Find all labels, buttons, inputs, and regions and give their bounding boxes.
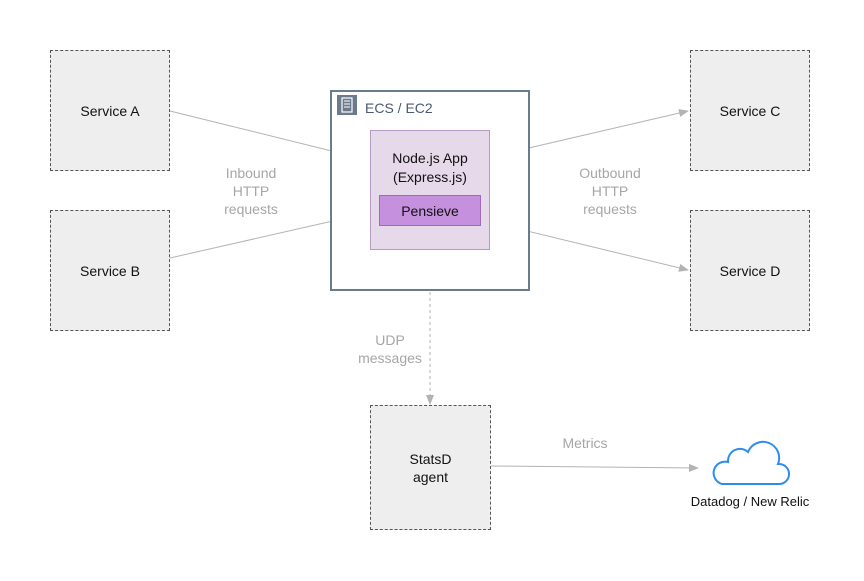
service-a-node: Service A bbox=[50, 50, 170, 171]
udp-label: UDP messages bbox=[358, 332, 422, 366]
service-a-label: Service A bbox=[80, 102, 140, 119]
ecs-title: ECS / EC2 bbox=[365, 100, 433, 116]
statsd-agent-node: StatsD agent bbox=[370, 405, 491, 530]
server-icon bbox=[337, 95, 357, 115]
inbound-label: Inbound HTTP requests bbox=[224, 165, 278, 217]
outbound-label: Outbound HTTP requests bbox=[579, 165, 641, 217]
node-app-label: Node.js App (Express.js) bbox=[392, 150, 468, 185]
service-d-node: Service D bbox=[690, 210, 810, 331]
service-d-label: Service D bbox=[719, 262, 781, 279]
node-app-box: Node.js App (Express.js) bbox=[370, 130, 490, 250]
arrow-statsd-to-cloud bbox=[490, 463, 699, 472]
pensieve-label: Pensieve bbox=[401, 202, 459, 219]
cloud-label: Datadog / New Relic bbox=[690, 494, 810, 509]
service-b-label: Service B bbox=[80, 262, 140, 279]
pensieve-box: Pensieve bbox=[379, 195, 481, 226]
service-c-label: Service C bbox=[719, 102, 781, 119]
ecs-group: ECS / EC2 bbox=[330, 90, 530, 291]
cloud-icon bbox=[712, 440, 790, 485]
service-c-node: Service C bbox=[690, 50, 810, 171]
statsd-agent-label: StatsD agent bbox=[409, 450, 452, 485]
service-b-node: Service B bbox=[50, 210, 170, 331]
metrics-label: Metrics bbox=[562, 435, 608, 451]
